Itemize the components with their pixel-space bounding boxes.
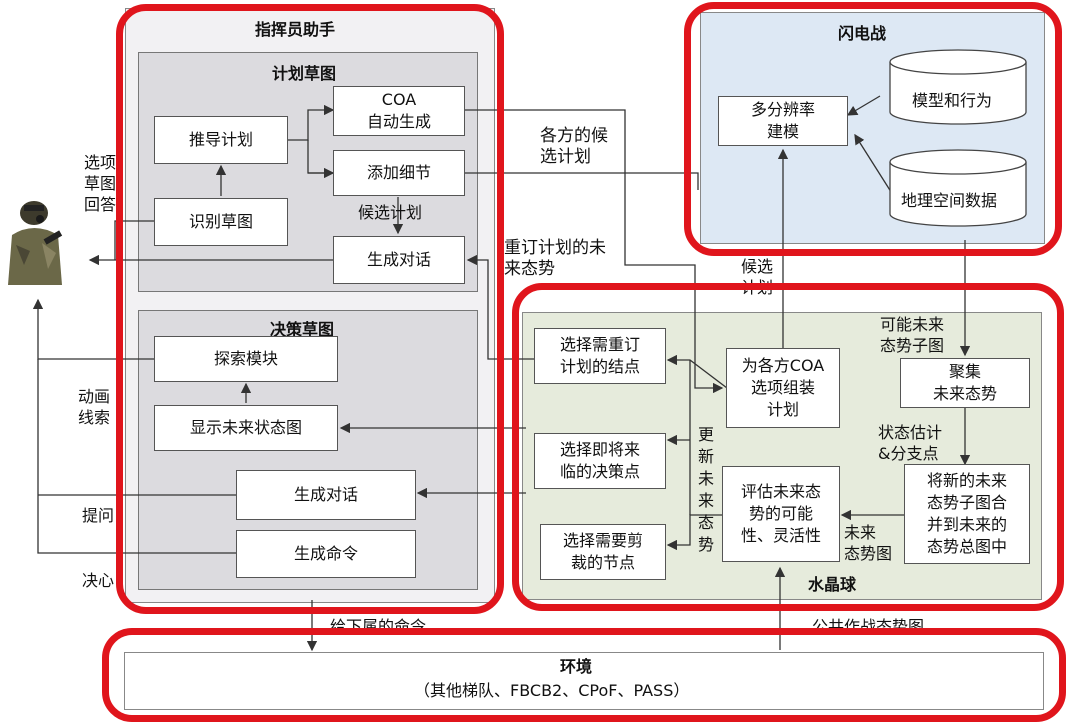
options-sketch-answer-label: 选项 草图 回答 [84, 153, 117, 214]
decision-gen-dialog-box: 生成对话 [236, 470, 416, 520]
commander-assistant-title: 指挥员助手 [255, 20, 336, 39]
soldier-icon [8, 201, 63, 285]
show-future-map-box: 显示未来状态图 [154, 405, 338, 451]
environment-panel [124, 652, 1044, 710]
animation-cue-label: 动画 线索 [78, 387, 111, 427]
aggregate-box: 聚集 未来态势 [900, 358, 1030, 408]
candidate-plan-label: 候选计划 [358, 203, 423, 222]
parties-candidate-label: 各方的候 选计划 [540, 126, 608, 167]
explore-module-box: 探索模块 [154, 336, 338, 382]
gen-command-box: 生成命令 [236, 530, 416, 578]
select-replan-box: 选择需重订 计划的结点 [534, 328, 666, 384]
update-future-label: 更 新 未 来 态 势 [698, 425, 715, 554]
lightning-highlight [684, 2, 1062, 256]
crystal-ball-title: 水晶球 [808, 575, 857, 594]
merge-box: 将新的未来 态势子图合 并到未来的 态势总图中 [904, 464, 1030, 564]
evaluate-box: 评估未来态 势的可能 性、灵活性 [722, 466, 840, 562]
future-map-label: 未来 态势图 [844, 523, 893, 563]
recognize-sketch-box: 识别草图 [154, 198, 288, 246]
select-upcoming-box: 选择即将来 临的决策点 [534, 433, 666, 489]
geo-data-label: 地理空间数据 [901, 191, 998, 210]
plan-gen-dialog-box: 生成对话 [333, 236, 465, 284]
model-behavior-cylinder [889, 49, 1027, 125]
crystal-ball-highlight [512, 283, 1064, 611]
derive-plan-box: 推导计划 [154, 116, 288, 164]
plan-sketch-title: 计划草图 [272, 64, 337, 83]
assemble-coa-box: 为各方COA 选项组装 计划 [726, 348, 840, 428]
possible-future-label: 可能未来 态势子图 [880, 315, 945, 355]
multi-res-box: 多分辨率 建模 [718, 96, 848, 146]
coa-auto-box: COA 自动生成 [333, 86, 465, 136]
decision-sketch-title: 决策草图 [270, 320, 335, 339]
environment-title: 环境 [560, 657, 593, 676]
decision-label: 决心 [82, 571, 115, 590]
select-prune-box: 选择需要剪 裁的节点 [540, 524, 666, 580]
commander-assistant-highlight [116, 4, 504, 614]
environment-highlight [102, 628, 1066, 722]
geo-data-cylinder [889, 149, 1027, 227]
state-estimate-label: 状态估计 &分支点 [878, 423, 943, 463]
replan-future-label: 重订计划的未 来态势 [504, 238, 606, 279]
question-label: 提问 [82, 506, 115, 525]
add-detail-box: 添加细节 [333, 150, 465, 196]
lightning-title: 闪电战 [838, 24, 887, 43]
model-behavior-label: 模型和行为 [912, 91, 993, 110]
environment-subtitle: （其他梯队、FBCB2、CPoF、PASS） [414, 681, 690, 700]
